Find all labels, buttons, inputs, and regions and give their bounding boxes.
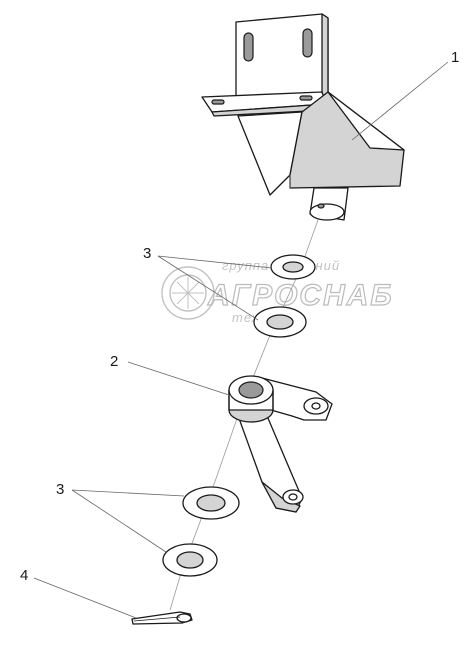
part-3-washer-upper-a [270, 254, 316, 280]
callout-1: 1 [451, 49, 459, 66]
watermark-line2: АГРОСНАБ [207, 279, 394, 312]
part-3-washer-upper-b [253, 306, 307, 338]
leader-4 [33, 577, 137, 619]
callout-3-lower: 3 [56, 481, 64, 498]
callout-3-upper: 3 [143, 245, 151, 262]
leader-2 [127, 361, 233, 397]
leader-3c [71, 489, 185, 497]
part-3-washer-lower-a [182, 486, 240, 520]
leader-3d [71, 489, 167, 553]
leader-3b [157, 255, 259, 321]
part-2-lever [228, 375, 333, 513]
leader-3a [157, 255, 273, 269]
callout-2: 2 [110, 353, 118, 370]
leader-lines [33, 61, 449, 619]
leader-1 [351, 61, 449, 141]
callout-4: 4 [20, 567, 28, 584]
part-3-washer-lower-b [162, 543, 218, 577]
part-1-bracket [201, 13, 405, 221]
part-4-cotter-pin [131, 611, 193, 625]
